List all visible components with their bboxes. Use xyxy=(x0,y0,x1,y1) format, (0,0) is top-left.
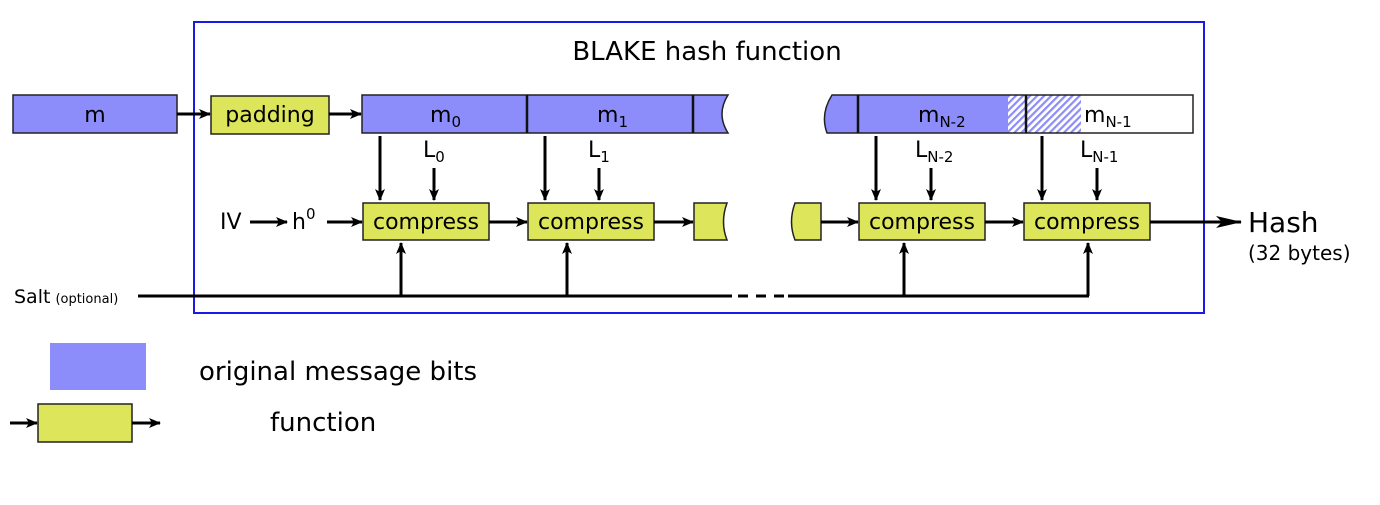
compress-box: compress xyxy=(362,202,490,241)
counter-label-LN-2: LN-2 xyxy=(915,138,953,166)
iv-label: IV xyxy=(220,210,242,235)
input-message-box xyxy=(12,94,178,134)
counter-label-LN-1: LN-1 xyxy=(1080,138,1118,166)
output-size: (32 bytes) xyxy=(1248,241,1351,265)
compress-continuation-left xyxy=(693,202,729,241)
salt-label: Salt(optional) xyxy=(14,286,118,308)
block-label-mN-1: mN-1 xyxy=(1084,103,1132,131)
block-label-m0: m0 xyxy=(430,103,461,131)
block-label-mN-2: mN-2 xyxy=(918,103,966,131)
compress-box: compress xyxy=(1023,202,1151,241)
input-message-label: m xyxy=(84,103,105,128)
message-strip-right-blue xyxy=(824,95,1008,133)
svg-text:compress: compress xyxy=(538,210,644,235)
compress-box: compress xyxy=(858,202,986,241)
legend-label-message: original message bits xyxy=(199,357,477,387)
counter-label-L0: L0 xyxy=(423,138,445,166)
legend-swatch-message xyxy=(50,343,146,390)
message-strip-right-outline xyxy=(823,94,1194,134)
compress-box: compress xyxy=(527,202,655,241)
svg-text:compress: compress xyxy=(1034,210,1140,235)
output-label: Hash xyxy=(1248,206,1319,239)
h0-label: h0 xyxy=(292,205,316,235)
legend-label-function: function xyxy=(270,408,376,438)
block-label-m1: m1 xyxy=(597,103,628,131)
message-strip-left xyxy=(361,94,730,134)
diagram-title: BLAKE hash function xyxy=(572,37,841,67)
counter-label-L1: L1 xyxy=(588,138,610,166)
padding-hatch xyxy=(1008,95,1081,133)
legend-swatch-function xyxy=(37,403,133,443)
svg-text:compress: compress xyxy=(869,210,975,235)
hash-function-frame xyxy=(193,21,1205,314)
svg-text:compress: compress xyxy=(373,210,479,235)
padding-label: padding xyxy=(225,103,314,128)
compress-continuation-right xyxy=(790,202,822,241)
